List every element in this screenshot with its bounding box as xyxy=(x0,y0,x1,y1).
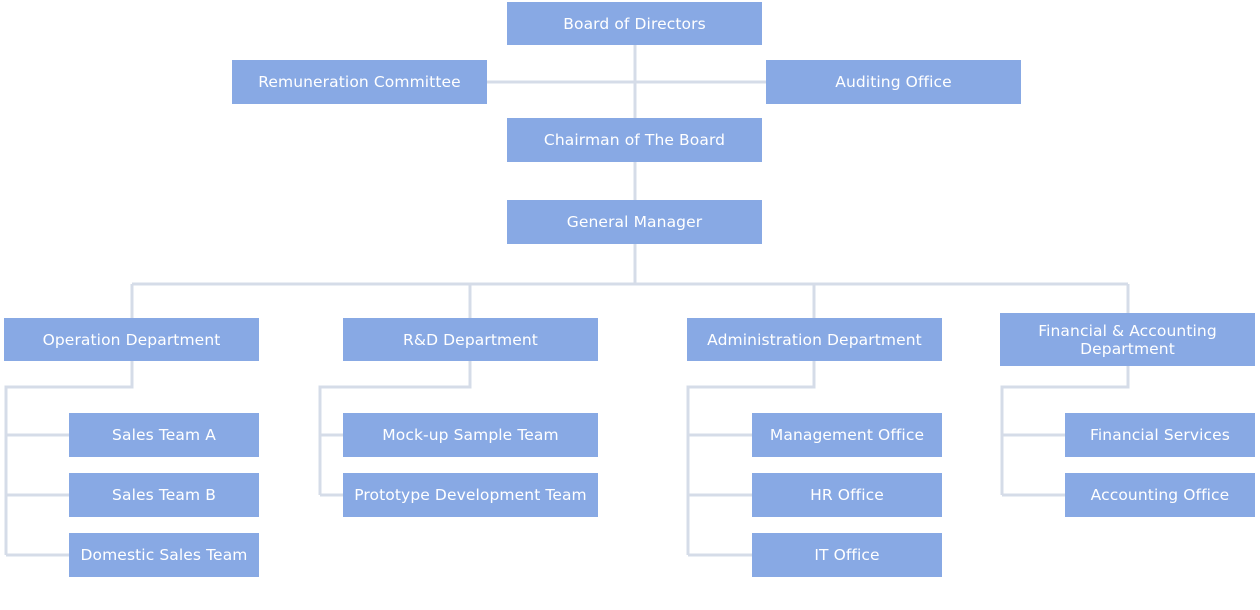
rnd-department-box: R&D Department xyxy=(343,318,598,361)
board-of-directors-box: Board of Directors xyxy=(507,2,762,45)
board-of-directors-label: Board of Directors xyxy=(563,14,706,33)
rnd-department-label: R&D Department xyxy=(403,330,538,349)
chairman-box: Chairman of The Board xyxy=(507,118,762,162)
team-box: Domestic Sales Team xyxy=(69,533,259,577)
finance-department-box: Financial & Accounting Department xyxy=(1000,313,1255,366)
team-box: Financial Services xyxy=(1065,413,1255,457)
team-label: Financial Services xyxy=(1090,426,1230,444)
team-label: IT Office xyxy=(814,546,880,564)
finance-subtree-connector xyxy=(1000,366,1130,497)
administration-department-label: Administration Department xyxy=(707,330,922,349)
finance-department-label: Financial & Accounting Department xyxy=(1038,321,1217,358)
team-label: Accounting Office xyxy=(1090,486,1230,504)
team-label: Sales Team B xyxy=(112,486,216,504)
auditing-office-box: Auditing Office xyxy=(766,60,1021,104)
team-box: Mock-up Sample Team xyxy=(343,413,598,457)
team-box: Sales Team A xyxy=(69,413,259,457)
administration-subtree-connector xyxy=(686,361,816,557)
remuneration-committee-label: Remuneration Committee xyxy=(258,73,461,91)
team-label: HR Office xyxy=(810,486,884,504)
auditing-office-label: Auditing Office xyxy=(835,73,952,91)
operation-department-label: Operation Department xyxy=(42,330,221,349)
operation-department-box: Operation Department xyxy=(4,318,259,361)
team-label: Prototype Development Team xyxy=(354,486,587,504)
team-box: HR Office xyxy=(752,473,942,517)
team-box: Management Office xyxy=(752,413,942,457)
team-box: IT Office xyxy=(752,533,942,577)
team-label: Domestic Sales Team xyxy=(80,546,248,564)
team-box: Sales Team B xyxy=(69,473,259,517)
team-label: Management Office xyxy=(769,426,925,444)
chairman-label: Chairman of The Board xyxy=(543,131,726,149)
remuneration-committee-box: Remuneration Committee xyxy=(232,60,487,104)
general-manager-label: General Manager xyxy=(566,213,703,231)
team-label: Mock-up Sample Team xyxy=(382,426,559,444)
general-manager-box: General Manager xyxy=(507,200,762,244)
operation-subtree-connector xyxy=(4,361,134,557)
team-box: Accounting Office xyxy=(1065,473,1255,517)
team-label: Sales Team A xyxy=(112,426,216,444)
team-box: Prototype Development Team xyxy=(343,473,598,517)
rnd-subtree-connector xyxy=(318,361,472,497)
administration-department-box: Administration Department xyxy=(687,318,942,361)
